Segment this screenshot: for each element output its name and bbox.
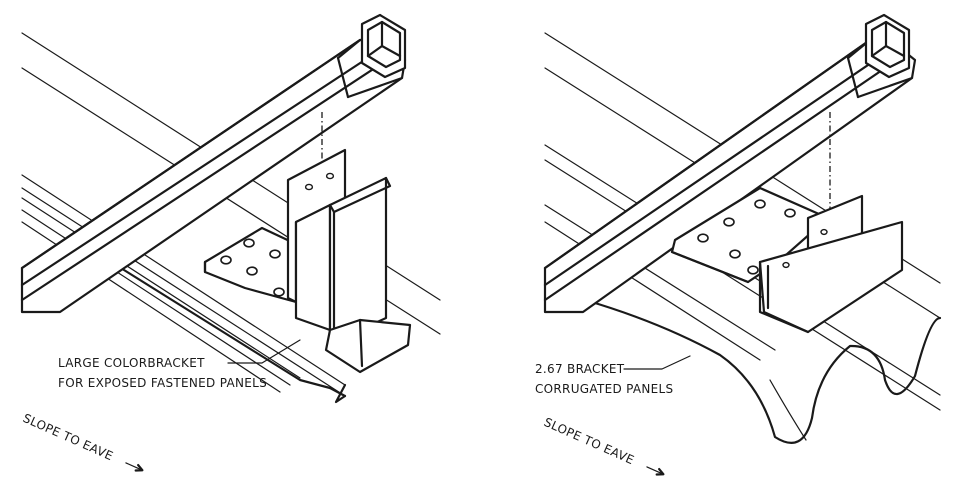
arrow-right-icon bbox=[646, 466, 663, 475]
arrowhead-icon bbox=[134, 463, 144, 472]
right-slope-label: SLOPE TO EAVE bbox=[542, 415, 637, 467]
arrow-right-icon bbox=[125, 462, 142, 471]
bolt-icon bbox=[697, 199, 796, 275]
large-colorbracket bbox=[203, 148, 412, 374]
left-callout-leader bbox=[227, 339, 301, 364]
bracket-2-67 bbox=[670, 186, 904, 334]
right-callout-line2: CORRUGATED PANELS bbox=[535, 382, 673, 396]
square-tube-rail bbox=[20, 13, 407, 314]
left-slope-note: SLOPE TO EAVE bbox=[21, 411, 144, 472]
left-detail: LARGE COLORBRACKET FOR EXPOSED FASTENED … bbox=[20, 13, 441, 472]
left-slope-label: SLOPE TO EAVE bbox=[21, 411, 116, 463]
left-callout-line2: FOR EXPOSED FASTENED PANELS bbox=[58, 376, 267, 390]
bolt-icon bbox=[220, 238, 285, 297]
right-slope-note: SLOPE TO EAVE bbox=[542, 415, 665, 476]
right-square-tube-rail bbox=[543, 13, 917, 314]
right-detail: 2.67 BRACKET CORRUGATED PANELS SLOPE TO … bbox=[535, 13, 942, 476]
arrowhead-icon bbox=[655, 467, 665, 476]
right-callout-line1: 2.67 BRACKET bbox=[535, 362, 625, 376]
right-callout-leader bbox=[623, 355, 691, 370]
left-callout-line1: LARGE COLORBRACKET bbox=[58, 356, 205, 370]
